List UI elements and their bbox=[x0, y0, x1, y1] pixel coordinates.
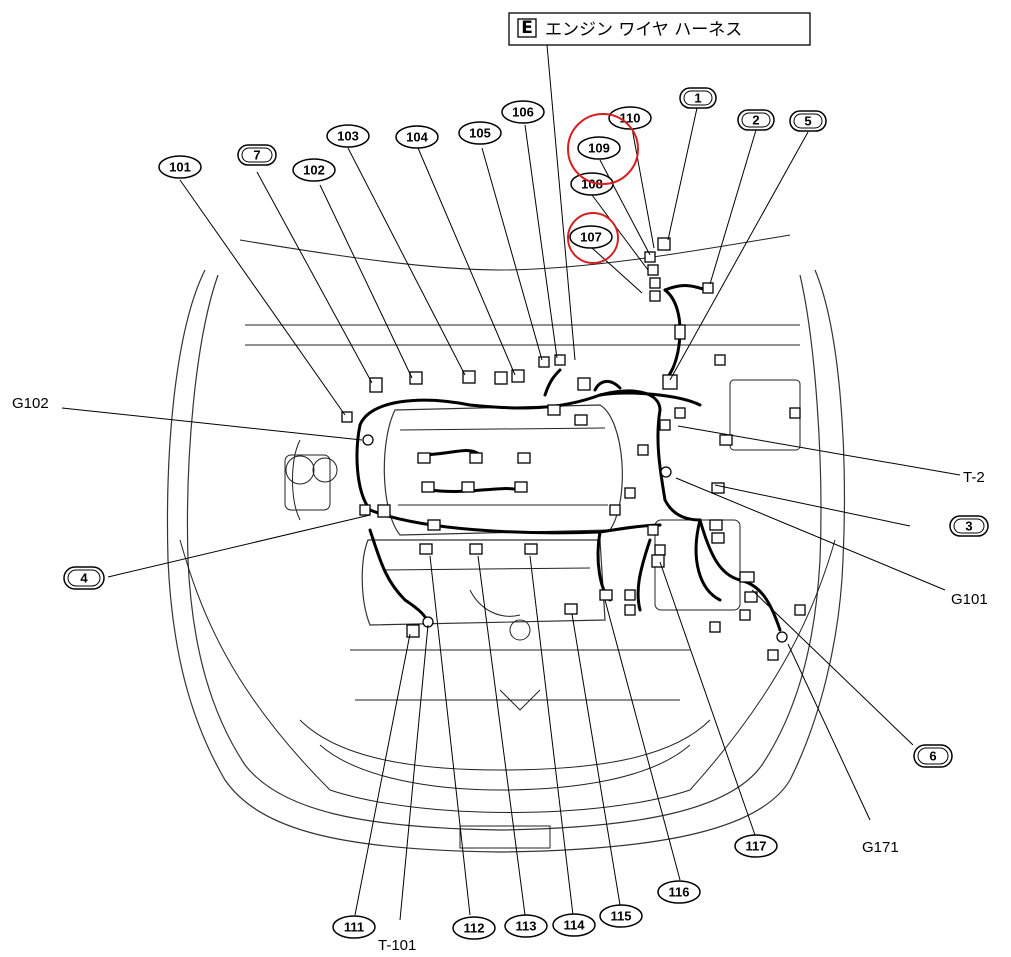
svg-text:5: 5 bbox=[804, 114, 811, 129]
svg-text:110: 110 bbox=[620, 111, 641, 126]
callout-115: 115 bbox=[599, 904, 643, 928]
svg-text:107: 107 bbox=[580, 230, 602, 245]
leader-lines bbox=[61, 44, 961, 921]
callout-104: 104 bbox=[395, 125, 439, 149]
engine-block bbox=[284, 379, 801, 711]
callout-105: 105 bbox=[458, 121, 502, 145]
svg-text:104: 104 bbox=[406, 130, 428, 145]
svg-text:113: 113 bbox=[516, 919, 537, 934]
callout-109: 109 bbox=[577, 136, 621, 160]
svg-text:6: 6 bbox=[929, 749, 936, 764]
svg-text:116: 116 bbox=[669, 885, 690, 900]
svg-text:112: 112 bbox=[464, 921, 485, 936]
svg-text:106: 106 bbox=[512, 105, 534, 120]
callout-2: 2 bbox=[737, 109, 775, 131]
callout-112: 112 bbox=[452, 916, 496, 940]
callout-4: 4 bbox=[63, 566, 105, 590]
callout-111: 111 bbox=[332, 915, 376, 939]
svg-text:114: 114 bbox=[564, 918, 586, 933]
svg-text:111: 111 bbox=[344, 920, 364, 935]
label-g101: G101 bbox=[951, 591, 988, 608]
callout-5: 5 bbox=[789, 110, 827, 132]
title-box: E エンジン ワイヤ ハーネス bbox=[508, 12, 811, 46]
callout-110: 110 bbox=[608, 106, 652, 130]
label-g171: G171 bbox=[862, 839, 899, 856]
label-t101: T-101 bbox=[378, 937, 416, 954]
svg-text:103: 103 bbox=[337, 129, 359, 144]
callout-108: 108 bbox=[570, 172, 614, 196]
callout-114: 114 bbox=[552, 913, 596, 937]
callouts-oval: 101 102 103 104 105 106 107 108 109 110 … bbox=[158, 100, 778, 940]
highlight-circle-107 bbox=[567, 212, 619, 264]
highlight-circles bbox=[567, 113, 639, 264]
svg-text:109: 109 bbox=[588, 141, 610, 156]
svg-text:1: 1 bbox=[694, 91, 701, 106]
highlight-circle-109 bbox=[567, 113, 639, 185]
callout-101: 101 bbox=[158, 155, 202, 179]
svg-text:105: 105 bbox=[469, 126, 491, 141]
callout-116: 116 bbox=[657, 880, 701, 904]
callout-106: 106 bbox=[501, 100, 545, 124]
svg-text:7: 7 bbox=[253, 148, 260, 163]
callout-7: 7 bbox=[237, 144, 277, 166]
callout-107: 107 bbox=[569, 225, 613, 249]
title-badge: E bbox=[521, 18, 533, 38]
svg-text:3: 3 bbox=[965, 519, 972, 534]
title-text: エンジン ワイヤ ハーネス bbox=[545, 20, 742, 40]
plain-labels: G102 T-2 G101 G171 T-101 bbox=[12, 395, 988, 954]
connectors bbox=[341, 237, 806, 661]
callout-1: 1 bbox=[679, 87, 717, 109]
callout-6: 6 bbox=[913, 744, 953, 768]
label-g102: G102 bbox=[12, 395, 49, 412]
svg-text:4: 4 bbox=[80, 571, 88, 586]
svg-text:101: 101 bbox=[169, 160, 191, 175]
callout-117: 117 bbox=[734, 834, 778, 858]
callouts-rounded: 1 2 5 7 3 4 6 bbox=[63, 87, 989, 768]
svg-text:115: 115 bbox=[611, 909, 632, 924]
label-t2: T-2 bbox=[963, 469, 985, 486]
car-body-outline bbox=[166, 234, 845, 853]
svg-text:2: 2 bbox=[752, 113, 759, 128]
callout-3: 3 bbox=[949, 515, 989, 537]
callout-103: 103 bbox=[326, 124, 370, 148]
svg-text:117: 117 bbox=[746, 839, 767, 854]
callout-102: 102 bbox=[292, 158, 336, 182]
callout-113: 113 bbox=[504, 914, 548, 938]
svg-text:102: 102 bbox=[303, 163, 325, 178]
